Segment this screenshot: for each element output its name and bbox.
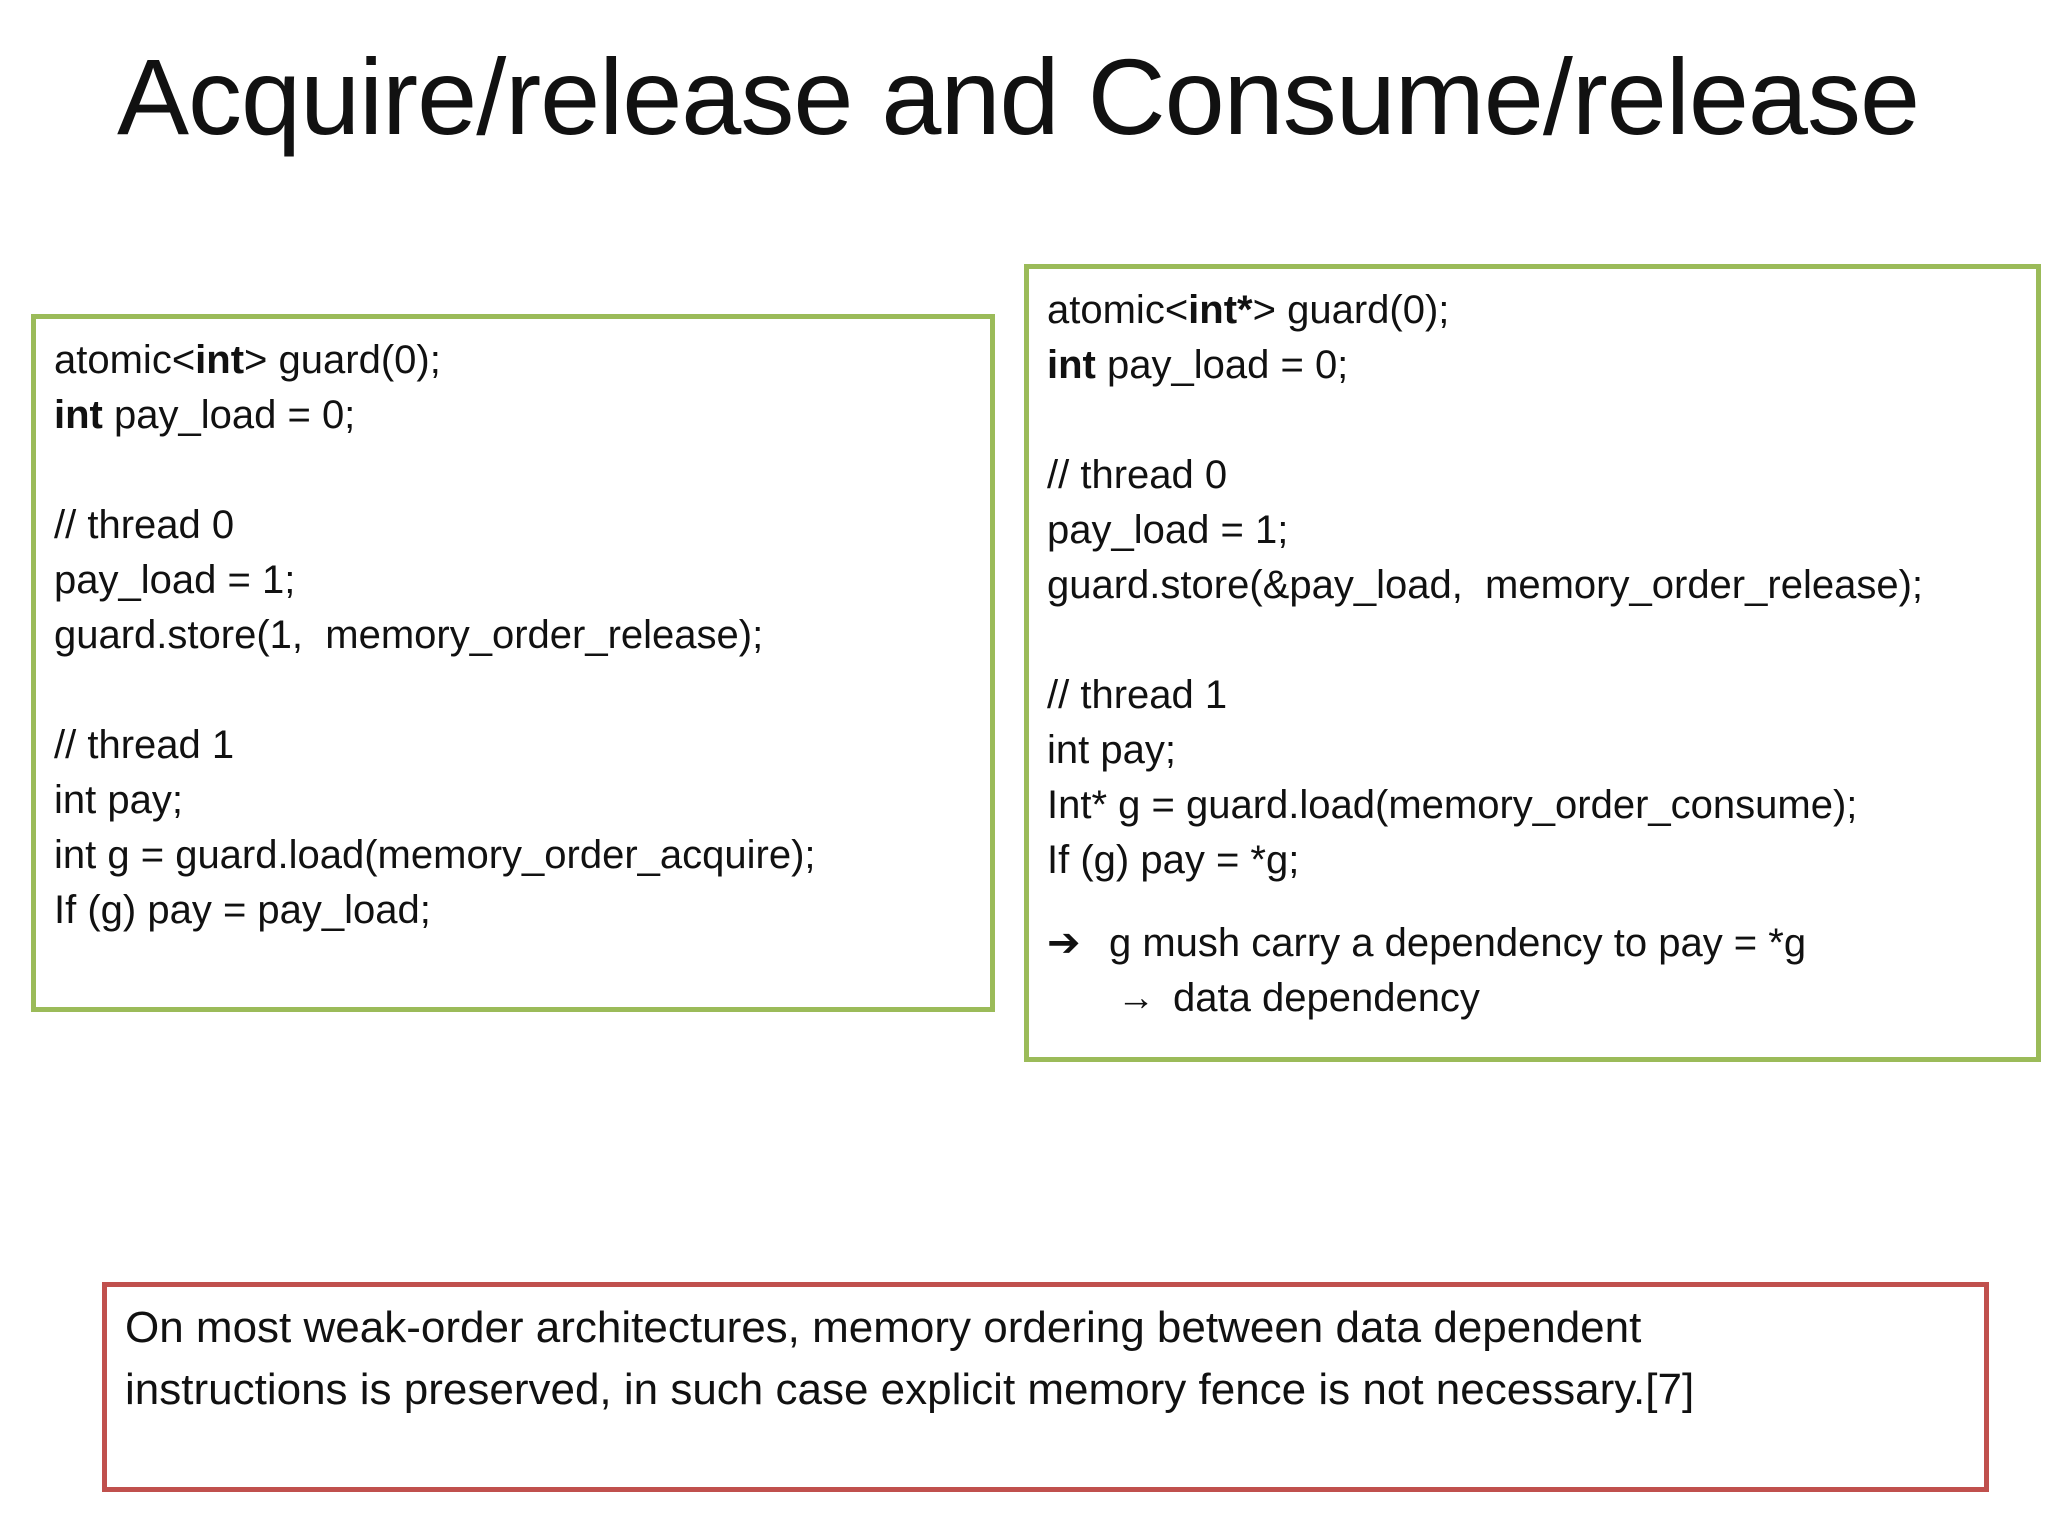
code-keyword: int: [1047, 343, 1096, 387]
code-line-guard-decl: atomic<int*> guard(0);: [1047, 283, 2018, 338]
code-comment-thread-1: // thread 1: [54, 723, 235, 767]
code-comment-thread-0: // thread 0: [54, 503, 235, 547]
code-line-payload-decl: int pay_load = 0;: [1047, 338, 2018, 393]
code-blank-line: [1047, 613, 2018, 668]
code-blank-line: [54, 663, 972, 718]
code-line: Int* g = guard.load(memory_order_consume…: [1047, 783, 1858, 827]
code-comment-thread-1: // thread 1: [1047, 673, 1228, 717]
code-comment-thread-0: // thread 0: [1047, 453, 1228, 497]
right-arrow-icon: →: [1117, 977, 1155, 1019]
code-blank-line: [1047, 393, 2018, 448]
code-line: pay_load = 1;: [1047, 508, 1289, 552]
code-line: int pay;: [1047, 728, 1176, 772]
code-line: guard.store(1, memory_order_release);: [54, 613, 764, 657]
code-line: guard.store(&pay_load, memory_order_rele…: [1047, 563, 1923, 607]
code-text: pay_load = 0;: [1095, 343, 1349, 387]
acquire-release-code-box: atomic<int> guard(0); int pay_load = 0; …: [31, 314, 995, 1012]
conclusion-text: g mush carry a dependency to pay = *g: [1109, 921, 1807, 965]
note-box: On most weak-order architectures, memory…: [102, 1282, 1989, 1492]
right-arrow-icon: ➔: [1047, 921, 1081, 965]
code-line-guard-decl: atomic<int> guard(0);: [54, 333, 972, 388]
code-keyword: int: [195, 338, 245, 382]
code-text: atomic<: [54, 338, 196, 382]
code-text: > guard(0);: [244, 338, 441, 382]
code-keyword: int*: [1188, 288, 1253, 332]
slide-title: Acquire/release and Consume/release: [117, 36, 1920, 157]
code-line: int g = guard.load(memory_order_acquire)…: [54, 833, 816, 877]
code-line: If (g) pay = *g;: [1047, 838, 1300, 882]
consume-release-code-box: atomic<int*> guard(0); int pay_load = 0;…: [1024, 264, 2041, 1062]
code-line-payload-decl: int pay_load = 0;: [54, 388, 972, 443]
dependency-conclusion: ➔ g mush carry a dependency to pay = *g …: [1047, 916, 2018, 1026]
note-line: On most weak-order architectures, memory…: [125, 1303, 1642, 1352]
code-blank-line: [54, 443, 972, 498]
conclusion-subtext: data dependency: [1173, 976, 1480, 1020]
code-text: atomic<: [1047, 288, 1189, 332]
code-text: > guard(0);: [1252, 288, 1450, 332]
code-text: pay_load = 0;: [102, 393, 356, 437]
conclusion-line: ➔ g mush carry a dependency to pay = *g: [1047, 916, 2018, 971]
code-keyword: int: [54, 393, 103, 437]
conclusion-subline: → data dependency: [1047, 971, 2018, 1026]
code-line: int pay;: [54, 778, 183, 822]
note-line: instructions is preserved, in such case …: [125, 1365, 1695, 1414]
code-line: pay_load = 1;: [54, 558, 296, 602]
code-line: If (g) pay = pay_load;: [54, 888, 431, 932]
